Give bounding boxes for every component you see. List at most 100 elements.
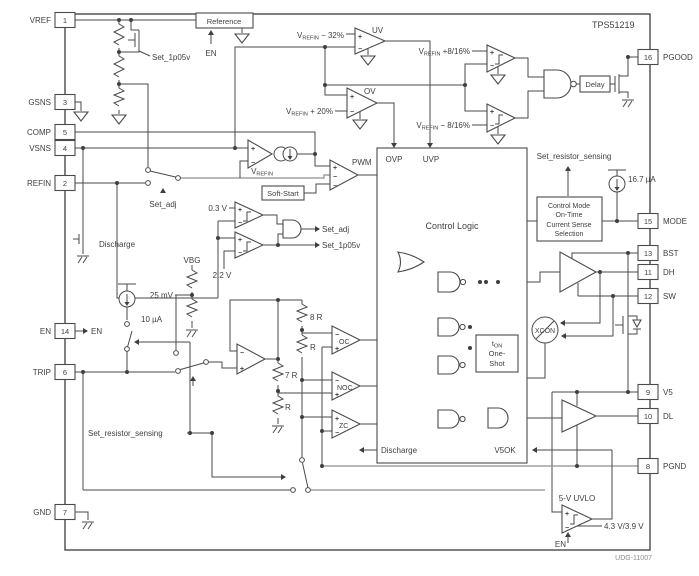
- svg-text:8: 8: [646, 462, 650, 471]
- svg-text:SW: SW: [663, 292, 676, 301]
- svg-text:PGOOD: PGOOD: [663, 53, 693, 62]
- svg-text:6: 6: [63, 368, 67, 377]
- svg-text:−: −: [358, 46, 362, 53]
- noc-comparator: − + NOC: [331, 371, 362, 401]
- en-pin-signal-label: EN: [91, 327, 102, 336]
- pin-v5: 9 V5: [637, 383, 673, 401]
- pin-en: 14 EN: [40, 322, 76, 340]
- pin-refin: 2 REFIN: [27, 174, 76, 192]
- refin-0p3v-comparator: + − 0.3 V: [208, 201, 265, 229]
- svg-text:−: −: [335, 430, 339, 437]
- svg-text:VSNS: VSNS: [29, 144, 51, 153]
- delay-block: Delay: [579, 75, 611, 93]
- oc-comparator: − + OC: [331, 325, 362, 355]
- 16p7ua-label: 16.7 µA: [628, 175, 656, 184]
- svg-text:+: +: [335, 392, 339, 399]
- zc-comparator: + − ZC: [331, 409, 362, 439]
- svg-text:−: −: [333, 174, 337, 181]
- 10ua-label: 10 µA: [141, 315, 163, 324]
- svg-text:+: +: [240, 366, 244, 373]
- reference-en-label: EN: [205, 49, 216, 58]
- svg-text:10: 10: [644, 412, 652, 421]
- arrowheads: [83, 30, 571, 537]
- svg-text:COMP: COMP: [27, 128, 51, 137]
- low-side-driver: [561, 399, 598, 433]
- svg-text:2: 2: [63, 179, 67, 188]
- svg-text:REFIN: REFIN: [27, 179, 51, 188]
- 25mv-label: 25 mV: [150, 291, 174, 300]
- svg-text:−: −: [335, 378, 339, 385]
- svg-text:+: +: [565, 511, 569, 518]
- svg-text:3: 3: [63, 98, 67, 107]
- pin-comp: 5 COMP: [27, 123, 76, 141]
- trip-buffer-amplifier: − +: [236, 343, 267, 375]
- svg-text:7: 7: [63, 508, 67, 517]
- svg-text:EN: EN: [40, 327, 51, 336]
- svg-text:+: +: [238, 207, 242, 214]
- svg-text:−: −: [251, 160, 255, 167]
- svg-text:VREF: VREF: [30, 16, 51, 25]
- svg-text:15: 15: [644, 217, 652, 226]
- svg-text:Current Sense: Current Sense: [546, 222, 591, 229]
- svg-text:−: −: [333, 183, 337, 190]
- reference-block: Reference EN: [195, 12, 254, 58]
- svg-text:V5: V5: [663, 388, 673, 397]
- ground-symbols: [72, 33, 634, 530]
- svg-text:DL: DL: [663, 412, 674, 421]
- pin-mode: 15 MODE: [637, 212, 687, 230]
- pin-dl: 10 DL: [637, 407, 674, 425]
- discharge-fet-label: Discharge: [99, 240, 136, 249]
- svg-text:GSNS: GSNS: [28, 98, 51, 107]
- svg-text:DH: DH: [663, 268, 675, 277]
- uv-comparator: + − UV VREFIN − 32%: [297, 26, 387, 55]
- svg-text:+: +: [335, 346, 339, 353]
- current-source-10ua: 10 µA: [118, 290, 163, 324]
- drawing-code: UDG-11007: [615, 555, 652, 562]
- uvlo-threshold-label: 4.3 V/3.9 V: [604, 522, 644, 531]
- delay-label: Delay: [585, 80, 604, 89]
- svg-text:BST: BST: [663, 249, 679, 258]
- chip-outline: TPS51219 UDG-11007: [64, 13, 652, 562]
- svg-text:14: 14: [61, 327, 69, 336]
- svg-text:+: +: [350, 94, 354, 101]
- set-resistor-sensing-top-label: Set_resistor_sensing: [537, 152, 612, 161]
- svg-text:−: −: [490, 123, 494, 130]
- set-and-gate: Set_adj Set_1p05v: [282, 219, 360, 250]
- ov-label: OV: [364, 87, 376, 96]
- pin-pgnd: 8 PGND: [637, 457, 686, 475]
- oc-label: OC: [339, 339, 350, 346]
- switch-contacts: [124, 167, 311, 493]
- svg-text:−: −: [350, 109, 354, 116]
- svg-text:16: 16: [644, 53, 652, 62]
- reference-label: Reference: [207, 17, 242, 26]
- svg-text:PGND: PGND: [663, 462, 686, 471]
- bootstrap-fet: [632, 319, 642, 330]
- pin-gnd: 7 GND: [33, 503, 76, 521]
- current-source-16p7ua: 16.7 µA: [608, 175, 656, 193]
- xcon-block: XCON: [531, 316, 559, 344]
- uvp-label: UVP: [423, 155, 439, 164]
- control-logic-gates: [397, 251, 509, 429]
- svg-text:+: +: [358, 34, 362, 41]
- pin-trip: 6 TRIP: [33, 363, 76, 381]
- svg-text:−: −: [238, 220, 242, 227]
- ov-comparator: + − OV VREFIN + 20%: [286, 87, 379, 119]
- svg-text:GND: GND: [33, 508, 51, 517]
- 7r-label: 7 R: [285, 371, 298, 380]
- vbg-label: VBG: [184, 256, 201, 265]
- signal-labels: EN Set_adj VBG 25 mV 8 R R 7 R R Set_res…: [88, 152, 611, 438]
- vrefin-p20-label: VREFIN + 20%: [286, 107, 333, 118]
- uvlo-en-label: EN: [555, 540, 566, 549]
- vrefin-p816-label: VREFIN +8/16%: [419, 47, 470, 58]
- svg-text:9: 9: [646, 388, 650, 397]
- refin-2p2v-comparator: + − 2.2 V: [213, 231, 265, 280]
- r-label-2: R: [285, 403, 291, 412]
- svg-text:+: +: [335, 416, 339, 423]
- v5ok-label: V5OK: [494, 446, 516, 455]
- uvlo-comparator: + − 5-V UVLO 4.3 V/3.9 V EN: [555, 494, 644, 549]
- ovp-label: OVP: [386, 155, 403, 164]
- svg-text:tON: tON: [492, 339, 502, 350]
- pin-dh: 11 DH: [637, 263, 675, 281]
